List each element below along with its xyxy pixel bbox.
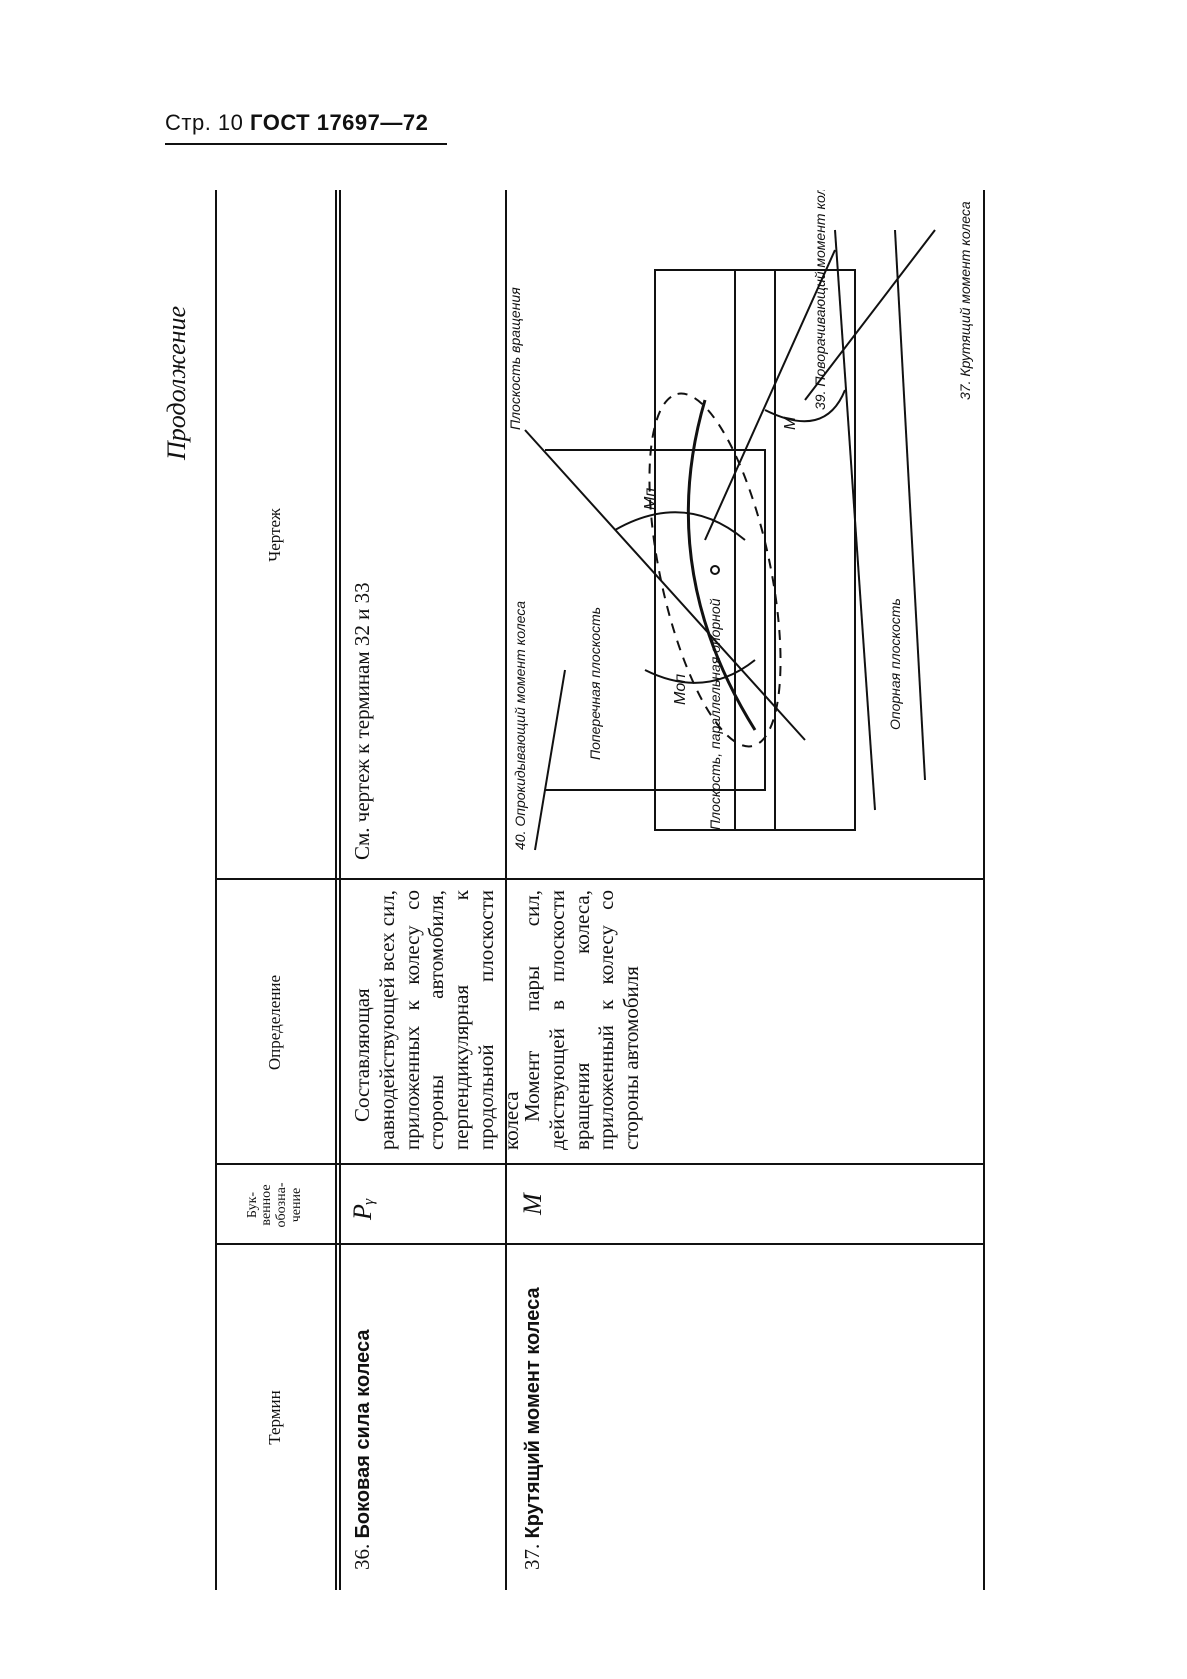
header-bottom-rule — [335, 190, 337, 1590]
label-parallel: Плоскость, параллельная опорной — [707, 598, 723, 830]
wheel-center — [710, 565, 720, 575]
support-plane — [834, 229, 876, 811]
support-plane-b — [894, 229, 926, 781]
moment-arrow-p — [614, 511, 746, 541]
row-36-definition: Составляющая равнодействующей всех сил, … — [350, 890, 523, 1150]
table-bottom-rule — [983, 190, 985, 1590]
label-overturning: 40. Опрокидывающий момент колеса — [512, 601, 528, 850]
continuation-label: Продолжение — [162, 305, 191, 460]
header-drawing: Чертеж — [265, 508, 284, 562]
row-36-term: 36. Боковая сила колеса — [350, 1329, 374, 1571]
header-rule — [165, 143, 447, 145]
label-transverse: Поперечная плоскость — [587, 607, 603, 760]
label-support: Опорная плоскость — [887, 598, 903, 730]
header-bottom-rule-2 — [339, 190, 341, 1590]
label-m-op: Mоп — [672, 674, 689, 705]
label-torque: 37. Крутящий момент колеса — [957, 201, 973, 400]
longitudinal-plane-b — [734, 269, 856, 831]
label-m-p: Mп — [642, 488, 659, 510]
moment-arrow-m — [764, 389, 846, 423]
row-36-symbol: Pᵧ — [348, 1198, 377, 1220]
leader-torque — [804, 229, 936, 401]
label-turning: 39. Поворачивающий момент колеса — [812, 190, 828, 410]
leader-turning — [704, 249, 836, 541]
page-number: Стр. 10 — [165, 110, 244, 135]
rotation-plane — [524, 429, 806, 741]
row-36-drawing-ref: См. чертеж к терминам 32 и 33 — [350, 582, 374, 860]
row-37-definition: Момент пары сил, действующей в плоскости… — [520, 890, 644, 1150]
row-37-term: 37. Крутящий момент колеса — [520, 1287, 544, 1570]
label-m: M — [782, 416, 799, 430]
standard-code: ГОСТ 17697—72 — [250, 110, 429, 135]
header-definition: Определение — [265, 974, 284, 1071]
moment-arrow-op — [644, 659, 756, 684]
leader-overturning — [534, 669, 566, 851]
page-header: Стр. 10 ГОСТ 17697—72 — [165, 110, 428, 136]
wheel-contour — [686, 399, 757, 731]
wheel-moments-figure: 40. Опрокидывающий момент колеса Плоскос… — [507, 190, 973, 851]
row-37-symbol: M — [518, 1193, 547, 1215]
header-term: Термин — [265, 1390, 284, 1445]
label-rotation-plane: Плоскость вращения — [507, 287, 523, 430]
